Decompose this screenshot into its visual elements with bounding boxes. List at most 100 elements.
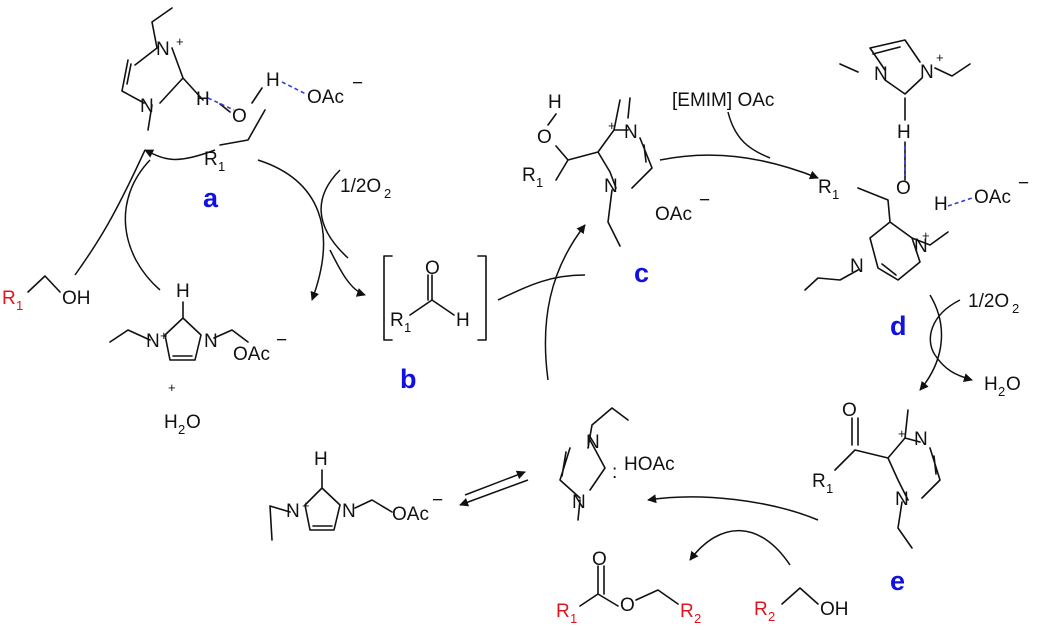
a-h-atom-2: H [266,70,280,91]
alcohol-r2-r: R [754,599,768,620]
label-d: d [890,311,907,341]
alcohol-r2: R 2 OH [754,587,849,624]
compound-a: N + N H O H OAc − R 1 a [121,7,363,213]
emim-left-oac-charge: − [276,330,287,351]
a-r1-sub: 1 [218,159,225,174]
emim-acetate-bottom: H N + N OAc − [269,449,443,541]
a-r1: R [204,149,218,170]
alcohol-r1: R 1 OH [2,275,91,313]
emim-left-n2: N [204,331,218,352]
alcohol-r2-sub: 2 [768,609,775,624]
water-right-o: O [1006,374,1021,395]
a-hbond-1 [207,97,235,111]
ester-product: R 1 O O R 2 [556,549,701,626]
a-plus: + [176,34,184,49]
c-oac: OAc [655,204,692,225]
carbene-lone-pair: : [612,462,617,483]
arrow-o2-in-2 [929,299,961,356]
a-ring-bonds [121,7,266,146]
arrow-carbene-to-c [544,224,586,381]
o2-label-2: 1/2O [968,291,1009,312]
emim-left-h: H [176,281,190,302]
water-right-sub: 2 [998,384,1005,399]
a-hbond-2 [281,81,307,95]
a-o-atom: O [232,106,247,127]
emim-bottom-n2: N [342,501,356,522]
o2-label-1-sub: 2 [384,186,391,201]
arrow-water-out [934,354,973,383]
c-n-atom: N [624,122,638,143]
o2-label-1: 1/2O [340,176,381,197]
arrow-alcohol-in [74,149,146,276]
e-r1: R [812,471,826,492]
emim-left-plus-sign: + [168,380,176,395]
arrow-b-to-c [497,274,586,301]
water-left-h: H [164,412,178,433]
equilibrium-arrow-back [459,479,529,507]
c-n-atom-2: N [604,176,618,197]
label-a: a [203,183,219,213]
d-o-atom: O [896,178,911,199]
emim-bottom-oac-charge: − [432,490,443,511]
c-r1-sub: 1 [536,175,543,190]
e-o-atom: O [842,400,857,421]
arrow-e-to-carbene [647,494,819,521]
d-n-atom-2: N [914,236,928,257]
emim-oac-reagent: [EMIM] OAc [672,90,774,111]
emim-bottom-oac: OAc [392,504,429,525]
d-oac-charge: − [1018,173,1029,194]
d-h-top: H [897,122,911,143]
d-n-top-2: N [920,62,934,83]
a-n-atom-2: N [140,96,154,117]
a-acetate-charge: − [352,73,363,94]
b-r1: R [390,310,404,331]
arrow-to-a [144,149,216,161]
alcohol-r2-oh: OH [820,599,849,620]
e-plus: + [898,426,906,441]
b-o-atom: O [425,258,440,279]
label-b: b [400,364,417,394]
compound-b: O R 1 H b [383,255,487,394]
emim-acetate-left: H N + N OAc − + H 2 O [109,281,287,437]
e-r1-sub: 1 [826,481,833,496]
d-r1-sub: 1 [832,187,839,202]
arrow-o2-in [320,169,349,259]
e-n-atom-2: N [895,489,909,510]
water-left-o: O [186,412,201,433]
equilibrium-arrow-forward [464,470,526,496]
ester-r1-sub: 1 [570,611,577,626]
water-left-sub: 2 [178,422,185,437]
ester-o: O [620,595,635,616]
arrow-ester-out [689,529,791,566]
water-right-h: H [984,374,998,395]
b-h-atom: H [456,310,470,331]
carbene-n: N [586,432,600,453]
d-oac: OAc [974,187,1011,208]
d-n-top: N [874,64,888,85]
compound-e: O R 1 N + N e [812,400,941,596]
emim-bottom-plus: + [302,498,310,513]
a-n-atom: N [156,39,170,60]
d-n-atom: N [850,256,864,277]
c-h-atom: H [548,92,562,113]
alcohol-r1-r: R [2,288,16,309]
a-acetate: OAc [307,87,344,108]
emim-left-oac: OAc [233,344,270,365]
c-oac-charge: − [699,190,710,211]
emim-bottom-n: N [286,501,300,522]
ester-r1: R [556,601,570,622]
compound-c: H O R 1 N + N OAc − c [522,92,710,288]
alcohol-r1-oh: OH [62,288,91,309]
c-plus: + [608,118,616,133]
o2-label-2-sub: 2 [1012,301,1019,316]
d-plus: + [922,228,930,243]
d-hbond-2 [947,197,973,207]
carbene: N N : HOAc [559,407,675,521]
carbene-n-2: N [572,492,586,513]
compound-d: N N + H O H OAc − R 1 N N + d [804,39,1029,341]
label-e: e [890,566,905,596]
emim-left-plus: + [160,328,168,343]
d-h-atom: H [934,194,948,215]
ester-r2-sub: 2 [694,611,701,626]
